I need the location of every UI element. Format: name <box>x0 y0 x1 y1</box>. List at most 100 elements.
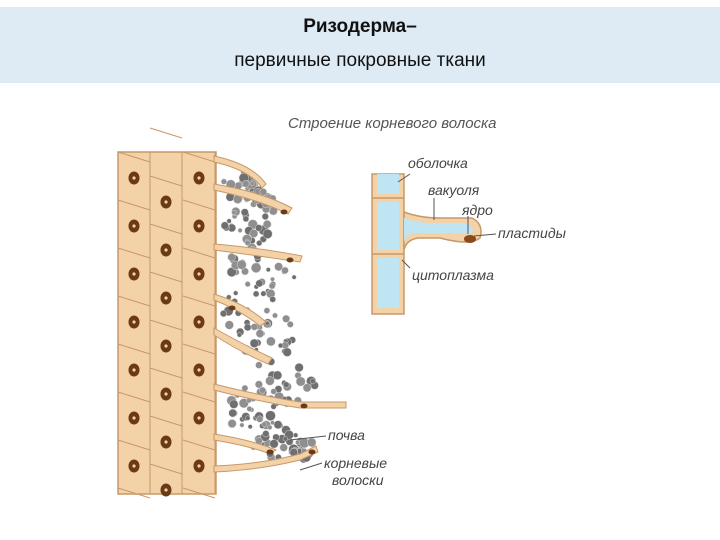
vacuole-upper <box>377 174 399 194</box>
soil-particle <box>274 421 282 429</box>
nucleolus <box>164 392 167 395</box>
slide-title: Ризодерма– <box>0 16 720 38</box>
soil-particle <box>273 371 282 380</box>
nucleolus <box>132 272 135 275</box>
soil-particle <box>270 421 274 425</box>
soil-particle <box>256 280 263 287</box>
soil-particle <box>266 411 276 421</box>
nucleolus <box>197 224 200 227</box>
soil-particle <box>282 315 289 322</box>
soil-particle <box>237 333 242 338</box>
soil-particle <box>293 433 298 438</box>
soil-particle <box>272 313 277 318</box>
nucleolus <box>197 416 200 419</box>
nucleolus <box>132 320 135 323</box>
soil-particle <box>270 277 274 281</box>
soil-particle <box>221 179 227 185</box>
nucleolus <box>164 344 167 347</box>
soil-particle <box>228 253 236 261</box>
soil-particle <box>230 400 239 409</box>
soil-particle <box>266 337 275 346</box>
soil-particle <box>238 228 242 232</box>
root-hair-detail: оболочка вакуоля ядро пластиды цитоплазм… <box>372 155 567 314</box>
soil-particle <box>310 379 315 384</box>
soil-particle <box>292 275 296 279</box>
soil-particle <box>268 425 273 430</box>
soil-particle <box>262 213 269 220</box>
nucleolus <box>197 176 200 179</box>
nucleolus <box>164 248 167 251</box>
soil-particle <box>264 308 270 314</box>
label-plastids: пластиды <box>498 225 567 241</box>
root-hair <box>214 294 266 326</box>
label-membrane: оболочка <box>408 155 468 171</box>
root-hair-nucleus <box>281 210 288 215</box>
soil-particle <box>261 291 266 296</box>
soil-particle <box>228 419 236 427</box>
soil-particle <box>233 291 238 296</box>
soil-particle <box>240 423 244 427</box>
soil-particle <box>245 416 250 421</box>
nucleolus <box>164 440 167 443</box>
soil-particle <box>263 220 271 228</box>
nucleolus <box>132 368 135 371</box>
soil-particle <box>287 321 293 327</box>
soil-particle <box>251 263 261 273</box>
soil-particle <box>280 444 288 452</box>
soil-particle <box>271 389 277 395</box>
vacuole-main <box>377 202 399 250</box>
nucleolus <box>197 464 200 467</box>
nucleolus <box>164 296 167 299</box>
soil-particle <box>248 425 252 429</box>
soil-particle <box>243 216 249 222</box>
nucleolus <box>132 224 135 227</box>
nucleolus <box>132 176 135 179</box>
soil-particle <box>283 436 288 441</box>
soil-particle <box>250 339 259 348</box>
label-soil: почва <box>328 427 365 443</box>
soil-particle <box>225 321 234 330</box>
soil-particle <box>266 268 270 272</box>
nucleolus <box>132 464 135 467</box>
vacuole-lower <box>377 258 399 308</box>
label-cytoplasm: цитоплазма <box>412 267 494 283</box>
soil-particle <box>262 422 267 427</box>
soil-particles <box>220 167 318 463</box>
soil-particle <box>232 210 237 215</box>
root-hair-nucleus <box>267 450 274 455</box>
soil-particle <box>256 240 262 246</box>
soil-particle <box>282 267 289 274</box>
cell-boundary <box>150 128 182 138</box>
figure-title: Строение корневого волоска <box>288 115 496 132</box>
soil-particle <box>266 377 275 386</box>
soil-particle <box>256 330 264 338</box>
root-hair-nucleus <box>229 306 236 311</box>
soil-particle <box>263 430 270 437</box>
root-hair-nucleus <box>287 258 294 263</box>
soil-particle <box>260 188 267 195</box>
label-nucleus: ядро <box>461 202 493 218</box>
soil-particle <box>250 182 254 186</box>
root-hair-nucleus <box>309 450 316 455</box>
nucleolus <box>197 272 200 275</box>
soil-particle <box>256 362 263 369</box>
soil-particle <box>221 222 229 230</box>
nucleolus <box>197 320 200 323</box>
label-vacuole: вакуоля <box>428 182 480 198</box>
soil-particle <box>307 438 316 447</box>
root-hair-nucleus <box>301 404 308 409</box>
soil-particle <box>251 324 258 331</box>
soil-particle <box>271 404 277 410</box>
label-root-hairs-2: волоски <box>332 472 384 488</box>
label-root-hairs-1: корневые <box>324 455 387 471</box>
soil-particle <box>263 229 272 238</box>
root-hair-diagram: Строение корневого волоска оболочка ваку… <box>0 90 720 510</box>
soil-particle <box>250 229 258 237</box>
soil-particle <box>295 363 304 372</box>
nucleolus <box>164 200 167 203</box>
soil-particle <box>242 180 249 187</box>
soil-particle <box>229 409 237 417</box>
soil-particle <box>283 348 292 357</box>
soil-particle <box>244 324 251 331</box>
soil-particle <box>247 406 252 411</box>
